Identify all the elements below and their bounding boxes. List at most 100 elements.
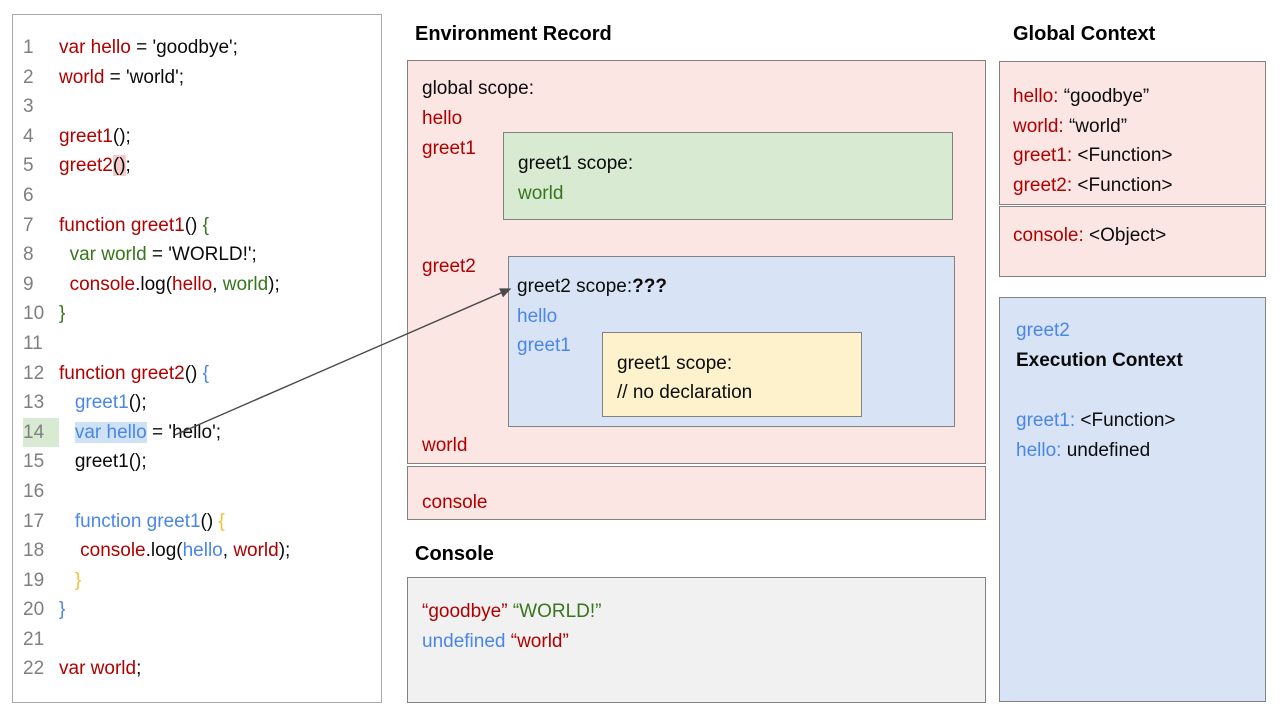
text-segment: undefined [422,631,506,652]
console-output-lines: “goodbye” “WORLD!”undefined “world” [422,597,985,657]
code-line: 21 [23,625,381,655]
context-binding-line: greet2: <Function> [1013,171,1265,201]
context-binding-line: world: “world” [1013,112,1265,142]
text-segment: hello: [1016,440,1062,461]
text-segment: ); [268,273,280,295]
context-binding-line: greet2 [1016,316,1265,346]
text-segment: function greet2 [59,362,185,384]
text-segment: console [80,540,146,562]
environment-record-console-box: console [407,466,986,520]
text-segment: (); [112,125,131,147]
text-segment: { [218,510,225,532]
text-segment: console: [1013,225,1084,246]
text-segment: (); [128,392,147,414]
console-output-line: undefined “world” [422,627,985,657]
console-entry-label: console [422,492,985,514]
text-segment: greet1(); [59,451,147,473]
scope-line: // no declaration [617,379,861,408]
line-number: 21 [23,628,45,650]
text-segment: world [59,66,105,88]
text-segment: “goodbye” [422,601,508,622]
text-segment: () [200,510,219,532]
context-binding-line [1016,376,1265,406]
code-line: 19 } [23,566,381,596]
text-segment: { [202,214,209,236]
text-segment: , [222,540,234,562]
text-segment: function greet1 [59,214,185,236]
greet1-scope-box: greet1 scope: world [503,132,953,220]
environment-record-box: global scope: hello greet1 greet1 scope:… [407,60,986,464]
global-scope-var-hello: hello [422,108,462,130]
line-number: 13 [23,392,45,414]
line-number: 16 [23,480,45,502]
text-segment: <Function> [1072,174,1173,196]
greet2-scope-lines: greet2 scope:??? hello greet1 [517,272,954,361]
line-number: 19 [23,569,45,591]
environment-record-title: Environment Record [415,23,612,45]
text-segment: greet1 [517,335,571,356]
text-segment: var hello [74,421,147,443]
text-segment [59,570,75,591]
line-number: 9 [23,273,34,295]
line-number: 14 [23,417,59,448]
text-segment [59,244,70,265]
text-segment: { [202,362,209,384]
text-segment: greet2 scope: [517,276,633,297]
text-segment: } [74,569,82,591]
line-number: 1 [23,37,34,58]
text-segment: hello [182,540,223,562]
code-line: 11 [23,329,381,359]
console-object-line: console: <Object> [1013,225,1265,247]
global-context-console-box: console: <Object> [999,206,1266,277]
line-number: 8 [23,244,34,266]
text-segment: = 'hello'; [146,421,222,443]
global-scope-var-greet1: greet1 [422,138,476,160]
global-context-lines: hello: “goodbye”world: “world”greet1: <F… [1013,82,1265,200]
context-binding-line: hello: undefined [1016,436,1265,466]
text-segment: var world [69,244,147,266]
text-segment: <Object> [1083,225,1167,246]
text-segment: greet1 scope: [518,153,634,174]
text-segment [59,540,80,561]
text-segment: greet1 [59,125,113,147]
context-binding-line: hello: “goodbye” [1013,82,1265,112]
text-segment: greet1 scope: [617,353,733,374]
global-scope-var-world: world [422,435,467,457]
code-line: 6 [23,181,381,211]
line-number: 12 [23,362,45,384]
line-number: 2 [23,66,34,88]
line-number: 18 [23,540,45,562]
scope-line: greet1 scope: [518,149,952,179]
text-segment: undefined [1061,440,1151,461]
text-segment: world: [1013,115,1064,137]
line-number: 6 [23,184,34,206]
global-context-box: hello: “goodbye”world: “world”greet1: <F… [999,61,1266,205]
text-segment: = 'goodbye'; [130,37,238,58]
line-number: 11 [23,332,43,354]
text-segment: world [518,183,564,204]
code-line: 17 function greet1() { [23,507,381,537]
scope-line: hello [517,302,954,332]
text-segment: .log( [145,540,183,562]
context-binding-line: greet1: <Function> [1016,406,1265,436]
context-binding-line: greet1: <Function> [1013,141,1265,171]
global-scope-var-greet2: greet2 [422,256,476,278]
text-segment: // no declaration [617,381,753,403]
text-segment: hello [517,305,558,327]
code-line: 8 var world = 'WORLD!'; [23,240,381,270]
text-segment: ; [136,658,142,680]
text-segment: greet2 [422,256,476,277]
text-segment: .log( [135,273,173,295]
text-segment: hello [172,273,213,295]
text-segment: greet1 [422,138,476,159]
scope-line: greet2 scope:??? [517,272,954,302]
text-segment [59,511,75,532]
